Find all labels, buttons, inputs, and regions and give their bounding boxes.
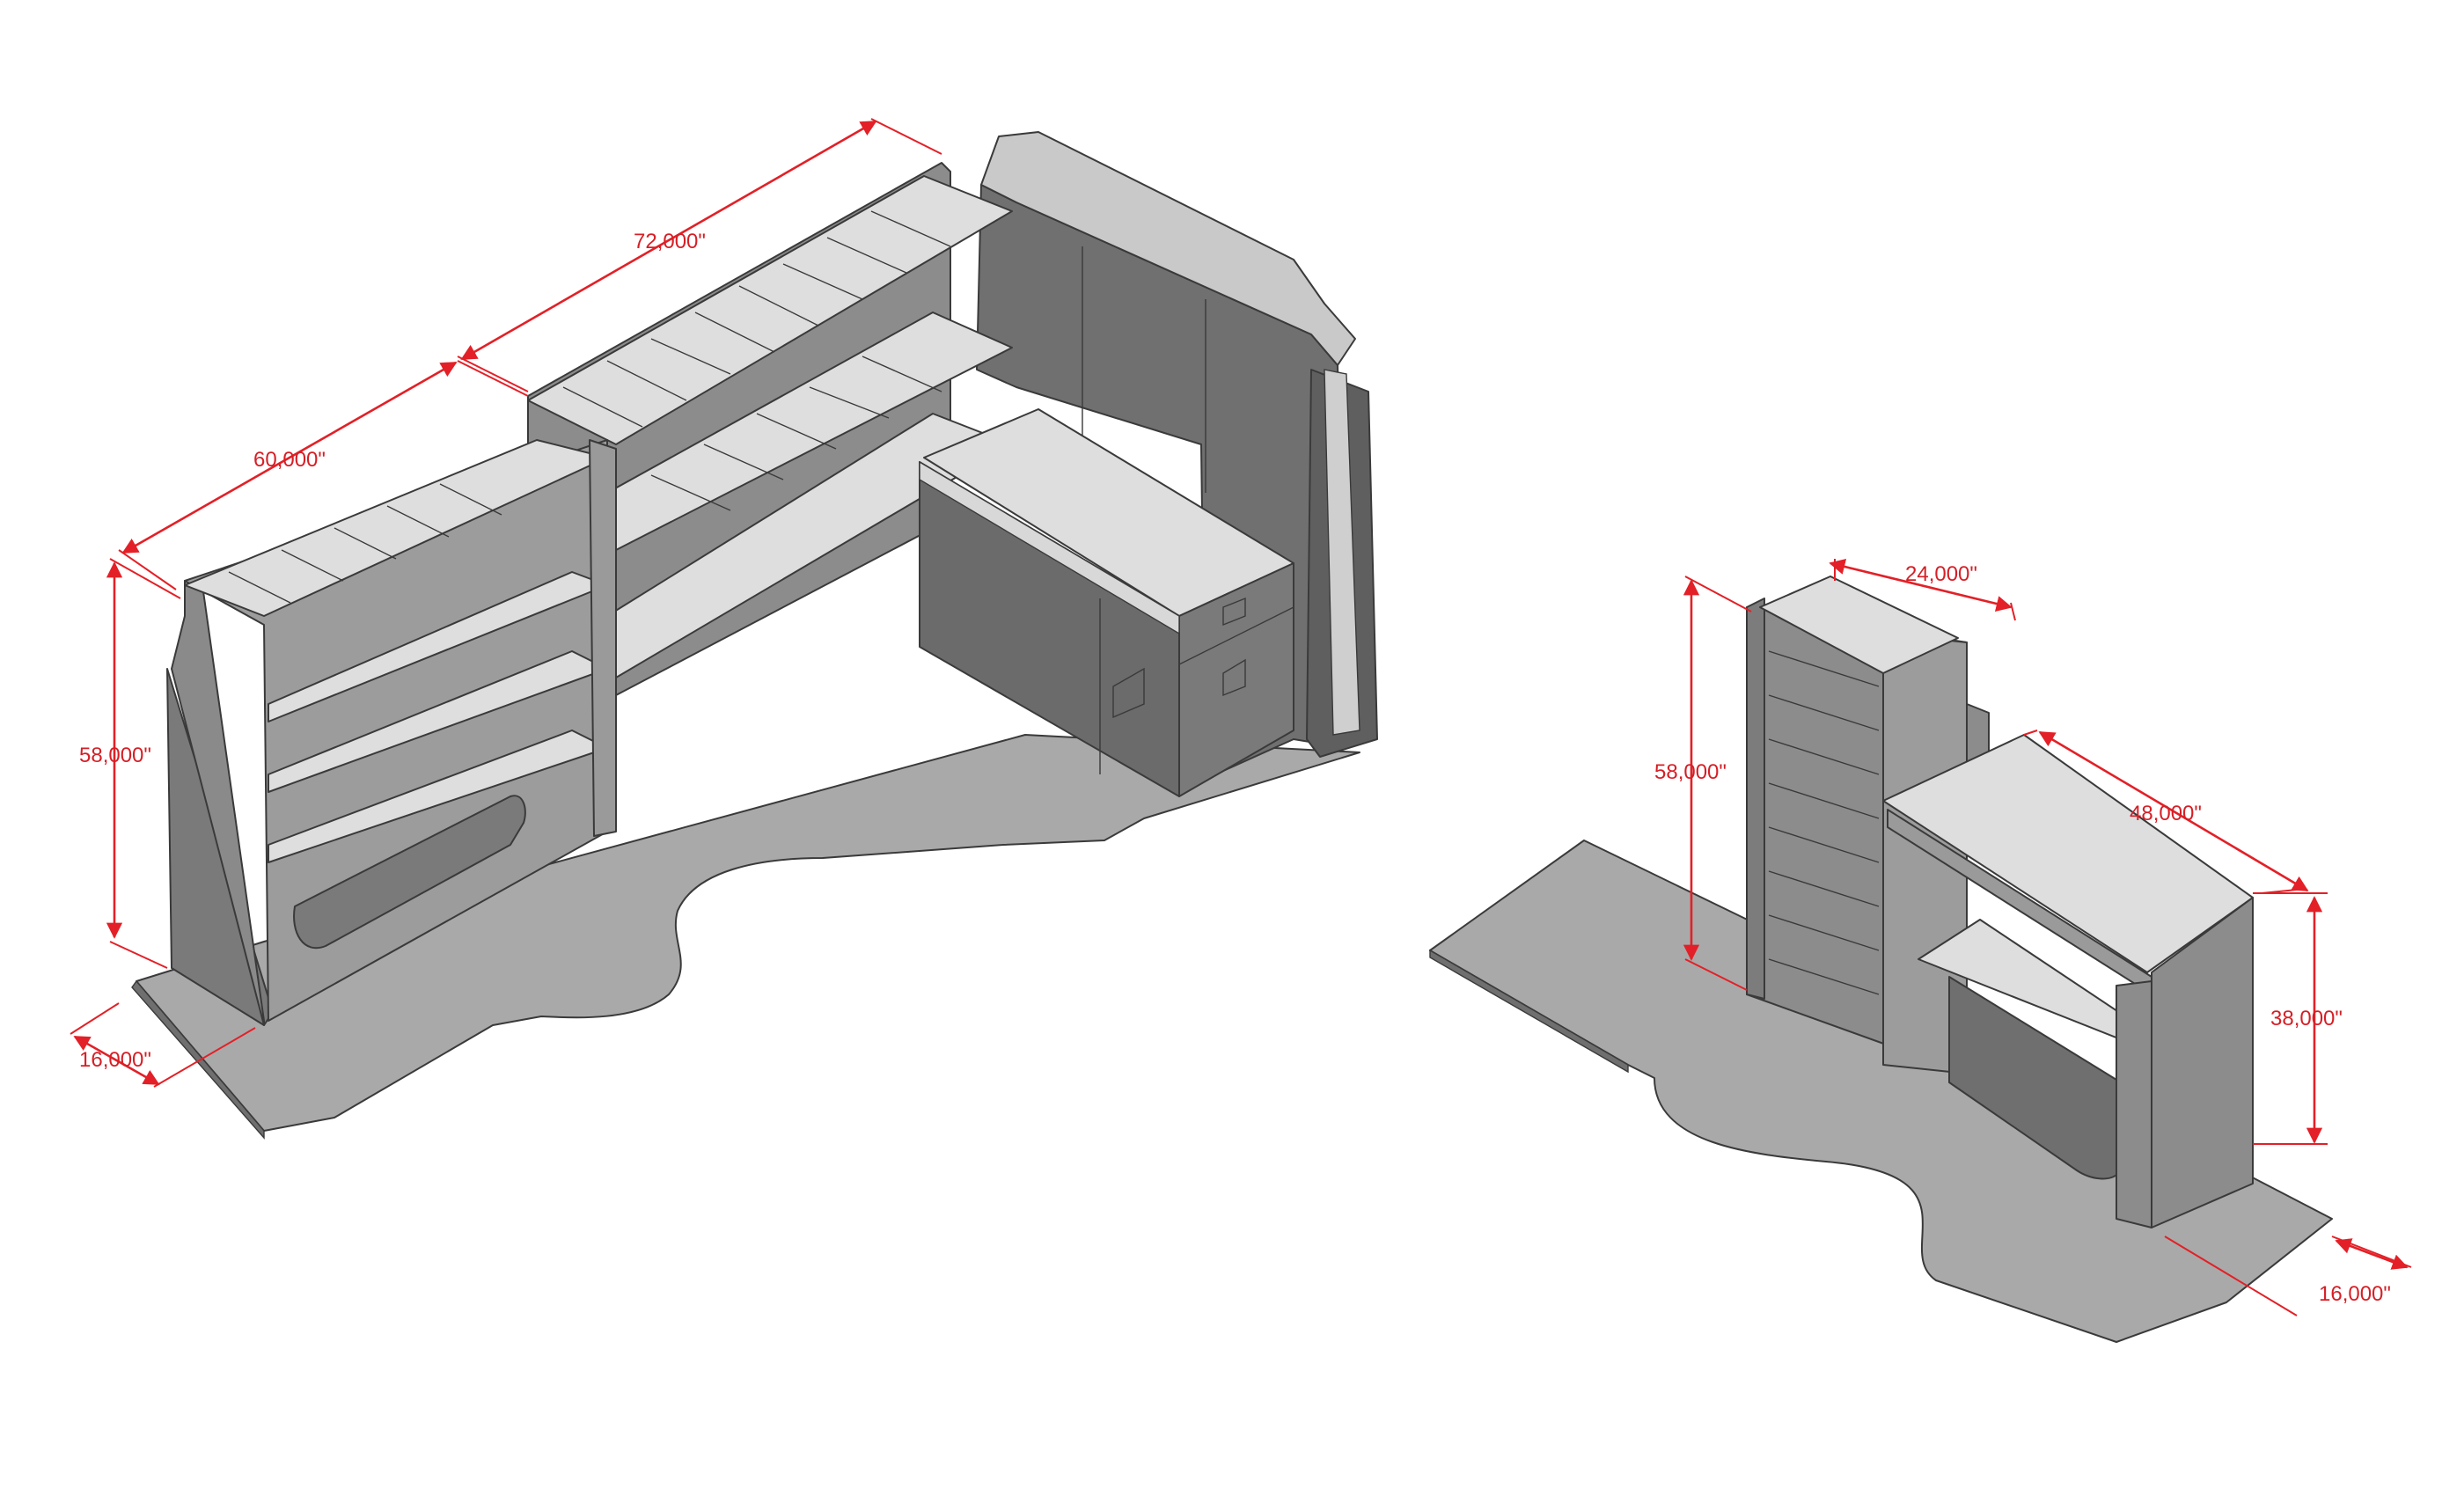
left-short-shelf-unit [166, 439, 617, 1026]
dim-bench-height: 38,000" [2270, 1007, 2343, 1030]
right-floor [1429, 840, 2333, 1343]
left-cabinet [919, 408, 1294, 797]
left-floor [136, 734, 1360, 1132]
left-assembly [131, 131, 1378, 1140]
dim-top-length: 72,000" [634, 230, 706, 253]
dim-length: 60,000" [253, 448, 326, 472]
right-assembly [1429, 576, 2333, 1343]
right-dimensions: 24,000" 58,000" 48,000" 38,000" 16,000" [1654, 559, 2412, 1316]
dim-height: 58,000" [79, 744, 151, 767]
dim-bench-width: 48,000" [2130, 802, 2202, 825]
dim-right-depth: 16,000" [2319, 1282, 2391, 1306]
dim-tower-height: 58,000" [1654, 760, 1727, 784]
left-dimensions: 72,000" 60,000" 58,000" 16,000" [70, 118, 942, 1088]
dim-tower-width: 24,000" [1905, 562, 1977, 586]
dim-depth: 16,000" [79, 1048, 151, 1072]
